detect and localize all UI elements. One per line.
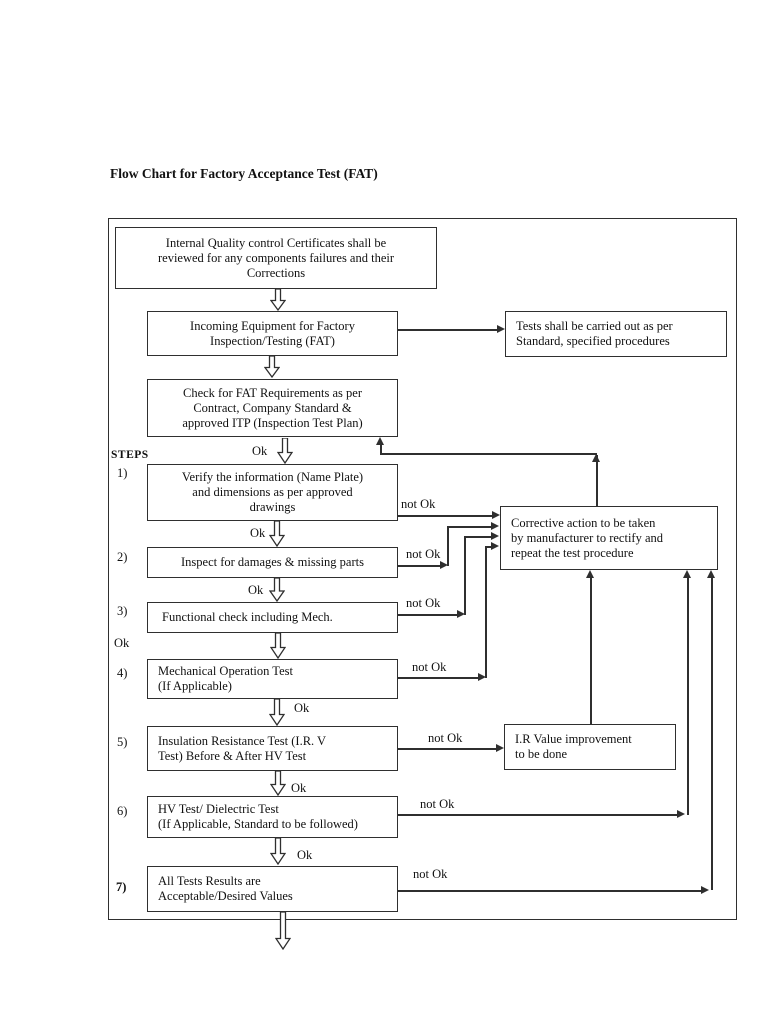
ok-label: Ok (294, 701, 310, 715)
ok-label: Ok (248, 583, 264, 597)
connector-line (398, 890, 701, 892)
step-number: 4) (117, 666, 128, 680)
connector-line (398, 565, 440, 567)
connector-line (398, 677, 478, 679)
arrowhead-right-icon (677, 810, 685, 818)
arrowhead-up-icon (586, 570, 594, 578)
node-step3: Functional check including Mech. (147, 602, 398, 633)
ok-label: Ok (252, 444, 268, 458)
connector-line (398, 329, 497, 331)
step-number: 6) (117, 804, 128, 818)
arrowhead-right-icon (478, 673, 486, 681)
connector-line (485, 546, 487, 678)
arrowhead-right-icon (440, 561, 448, 569)
connector-line (447, 526, 491, 528)
ok-label: Ok (297, 848, 313, 862)
arrowhead-up-icon (707, 570, 715, 578)
page-title: Flow Chart for Factory Acceptance Test (… (110, 166, 378, 181)
arrowhead-right-icon (491, 522, 499, 530)
not-ok-label: not Ok (406, 547, 441, 561)
connector-line (464, 536, 491, 538)
step-number: 2) (117, 550, 128, 564)
ok-label: Ok (291, 781, 307, 795)
node-step1: Verify the information (Name Plate) and … (147, 464, 398, 521)
steps-label: STEPS (111, 449, 149, 461)
node-ir-value: I.R Value improvement to be done (504, 724, 676, 770)
arrowhead-up-icon (376, 437, 384, 445)
flow-arrow-down-icon (270, 838, 286, 865)
node-step7: All Tests Results are Acceptable/Desired… (147, 866, 398, 912)
step-number: 7) (116, 880, 127, 894)
flow-exit-arrow-down-icon (275, 912, 291, 950)
connector-line (398, 614, 457, 616)
connector-line (485, 546, 491, 548)
not-ok-label: not Ok (406, 596, 441, 610)
flow-arrow-down-icon (270, 633, 286, 659)
arrowhead-right-icon (701, 886, 709, 894)
node-tests-standard: Tests shall be carried out as per Standa… (505, 311, 727, 357)
arrowhead-right-icon (491, 532, 499, 540)
not-ok-label: not Ok (420, 797, 455, 811)
node-step5: Insulation Resistance Test (I.R. V Test)… (147, 726, 398, 771)
arrowhead-right-icon (491, 542, 499, 550)
connector-line (711, 578, 713, 890)
connector-line (447, 526, 449, 566)
node-incoming-equipment: Incoming Equipment for Factory Inspectio… (147, 311, 398, 356)
flowchart-frame (108, 218, 737, 920)
ok-label: Ok (114, 636, 130, 650)
node-check-fat: Check for FAT Requirements as per Contra… (147, 379, 398, 437)
arrowhead-up-icon (683, 570, 691, 578)
step-number: 5) (117, 735, 128, 749)
flow-arrow-down-icon (269, 578, 285, 602)
flow-arrow-down-icon (269, 699, 285, 726)
connector-line (464, 536, 466, 615)
not-ok-label: not Ok (413, 867, 448, 881)
connector-line (398, 515, 492, 517)
connector-line (687, 578, 689, 815)
node-step6: HV Test/ Dielectric Test (If Applicable,… (147, 796, 398, 838)
step-number: 1) (117, 466, 128, 480)
not-ok-label: not Ok (412, 660, 447, 674)
arrowhead-right-icon (496, 744, 504, 752)
node-step2: Inspect for damages & missing parts (147, 547, 398, 578)
flow-arrow-down-icon (277, 438, 293, 464)
not-ok-label: not Ok (428, 731, 463, 745)
flow-arrow-down-icon (269, 521, 285, 547)
node-corrective-action: Corrective action to be taken by manufac… (500, 506, 718, 570)
arrowhead-up-icon (592, 454, 600, 462)
arrowhead-right-icon (457, 610, 465, 618)
flow-arrow-down-icon (270, 771, 286, 796)
arrowhead-right-icon (492, 511, 500, 519)
connector-line (398, 814, 677, 816)
connector-line (398, 748, 496, 750)
node-internal-quality: Internal Quality control Certificates sh… (115, 227, 437, 289)
node-step4: Mechanical Operation Test (If Applicable… (147, 659, 398, 699)
flow-arrow-down-icon (264, 356, 280, 378)
step-number: 3) (117, 604, 128, 618)
arrowhead-right-icon (497, 325, 505, 333)
not-ok-label: not Ok (401, 497, 436, 511)
connector-line (596, 455, 598, 506)
ok-label: Ok (250, 526, 266, 540)
connector-line (380, 445, 382, 454)
flow-arrow-down-icon (270, 289, 286, 311)
connector-line (380, 453, 597, 455)
connector-line (590, 577, 592, 724)
